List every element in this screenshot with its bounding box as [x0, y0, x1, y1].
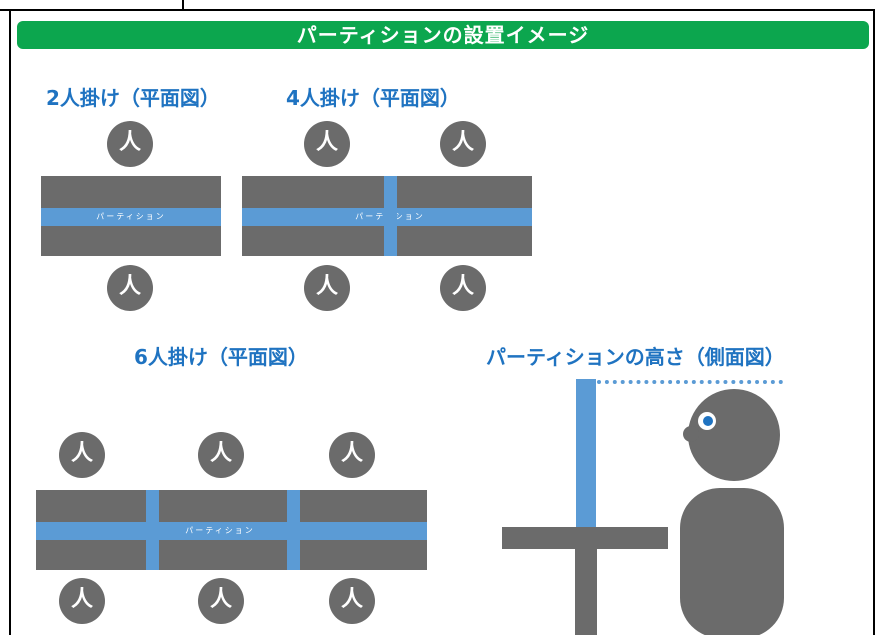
- partition-side: [576, 379, 596, 527]
- page-title: パーティションの設置イメージ: [17, 21, 869, 49]
- section-title-2-person: 2人掛け（平面図）: [46, 86, 220, 110]
- section-title-4-person: 4人掛け（平面図）: [286, 86, 460, 110]
- person-icon: 人: [304, 265, 350, 311]
- person-icon: 人: [107, 121, 153, 167]
- partition-vertical: [287, 490, 300, 570]
- frame-right-line: [873, 9, 875, 635]
- person-icon: 人: [198, 432, 244, 478]
- desk-top: [502, 527, 668, 549]
- eye-pupil: [703, 416, 713, 426]
- table-top-half: [36, 490, 427, 522]
- section-title-6-person: 6人掛け（平面図）: [134, 345, 308, 369]
- table-bottom-half: [41, 226, 221, 256]
- partition-horizontal: [36, 522, 427, 540]
- frame-left-line: [9, 9, 11, 635]
- seated-person-figure: [680, 389, 784, 635]
- person-icon: 人: [59, 578, 105, 624]
- partition-vertical: [146, 490, 159, 570]
- person-icon: 人: [440, 265, 486, 311]
- person-icon: 人: [198, 578, 244, 624]
- person-nose: [683, 426, 699, 442]
- table-bottom-half: [36, 540, 427, 570]
- person-icon: 人: [59, 432, 105, 478]
- person-body: [680, 488, 784, 635]
- frame-tick: [182, 0, 184, 11]
- person-icon: 人: [440, 121, 486, 167]
- partition-horizontal: [41, 208, 221, 226]
- desk-leg: [575, 549, 597, 635]
- person-icon: 人: [107, 265, 153, 311]
- height-reference-dotted-line: [597, 380, 783, 384]
- person-head: [688, 389, 780, 481]
- frame-top-line: [0, 9, 875, 11]
- table-top-half: [41, 176, 221, 208]
- partition-label: パーティション: [185, 526, 255, 535]
- partition-label: パーティション: [96, 212, 166, 221]
- partition-vertical: [384, 176, 397, 256]
- person-icon: 人: [329, 578, 375, 624]
- person-icon: 人: [304, 121, 350, 167]
- section-title-side-view: パーティションの高さ（側面図）: [486, 345, 785, 369]
- person-icon: 人: [329, 432, 375, 478]
